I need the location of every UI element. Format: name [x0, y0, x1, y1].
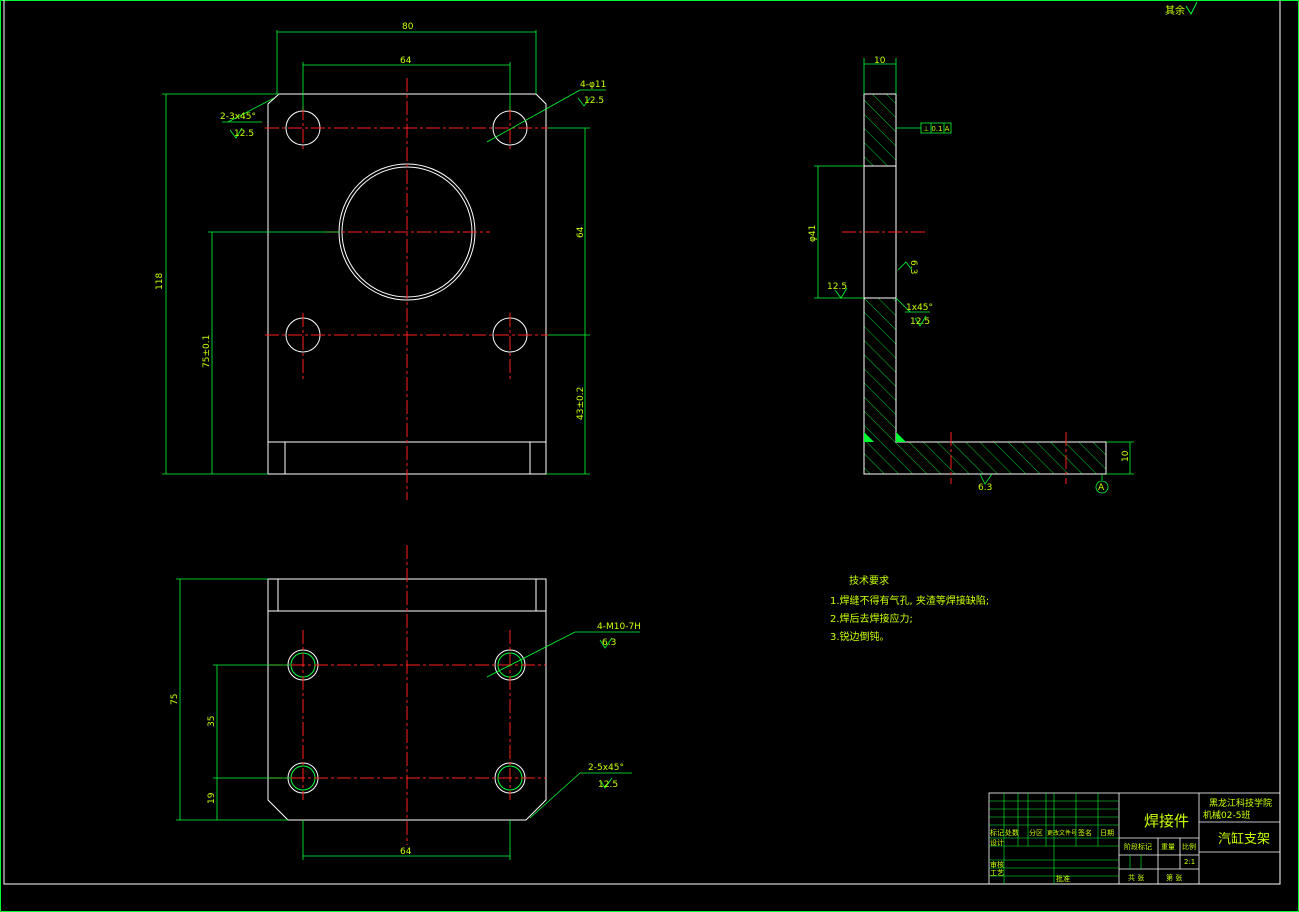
- tb-label-approve: 批准: [1056, 874, 1070, 883]
- tech-title: 技术要求: [849, 574, 889, 587]
- bottom-dim-19: 19: [207, 792, 217, 804]
- side-dim-10-base: 10: [1121, 450, 1131, 462]
- side-dimensions: [814, 58, 1134, 494]
- tb-part-name: 汽缸支架: [1218, 831, 1270, 847]
- tb-label-count: 处数: [1005, 828, 1019, 837]
- tb-label-mark: 标记: [990, 828, 1004, 837]
- front-centerlines: [265, 78, 548, 500]
- tb-label-zone: 分区: [1029, 828, 1043, 837]
- side-bore-roughness: 6.3: [908, 260, 918, 274]
- tb-process: 焊接件: [1144, 812, 1189, 830]
- bottom-outline: [267, 578, 547, 821]
- front-dim-64: 64: [400, 56, 412, 66]
- front-dim-75: 75±0.1: [202, 335, 212, 368]
- bottom-thread-callout: 4-M10-7H: [597, 622, 641, 632]
- tb-label-process: 工艺: [990, 869, 1004, 877]
- tb-label-review: 审核: [990, 860, 1004, 869]
- side-weld-fillet: [864, 432, 906, 442]
- tb-label-sheet-no: 第 张: [1166, 873, 1182, 882]
- side-outline: [863, 93, 1107, 475]
- front-view: 80 64 118 75±0.1 64 43±0.2 4-φ11 12.5 2-…: [155, 22, 606, 500]
- side-chamfer: 1x45°: [906, 303, 933, 313]
- front-hole-roughness: 12.5: [584, 96, 604, 106]
- tb-label-scale: 比例: [1182, 842, 1196, 851]
- side-lower-hatch: [864, 298, 1106, 474]
- general-roughness-label: 其余: [1165, 4, 1185, 17]
- front-dim-80: 80: [402, 22, 414, 32]
- front-dim-118: 118: [155, 273, 165, 290]
- tech-item-3: 3.锐边倒钝。: [830, 630, 890, 643]
- front-chamfer: 2-3x45°: [220, 112, 256, 122]
- tb-label-stage: 阶段标记: [1124, 842, 1152, 851]
- tb-label-date: 日期: [1100, 829, 1114, 837]
- side-dim-bore: φ41: [808, 225, 818, 242]
- front-dimensions: [162, 30, 606, 475]
- front-dim-64v: 64: [576, 226, 586, 238]
- side-view: 10 φ41 6.3 12.5 1x45° 12.5 6.3 10 ⊥ 0.1 …: [808, 56, 1134, 494]
- bottom-centerlines: [268, 545, 546, 845]
- tb-label-sheets: 共 张: [1128, 873, 1144, 882]
- inner-frame: [3, 0, 1281, 885]
- side-tolerance-frame: ⊥ 0.1 A: [923, 125, 950, 133]
- tb-label-design: 设计: [990, 838, 1004, 847]
- side-datum-label: A: [1098, 483, 1105, 493]
- bottom-chamfer-roughness: 12.5: [598, 780, 618, 790]
- bottom-dim-75: 75: [170, 694, 180, 705]
- general-roughness-symbol: [1185, 1, 1198, 16]
- bottom-dimensions: [176, 578, 640, 860]
- tb-label-change: 更改文件号: [1047, 829, 1077, 837]
- tb-label-sign: 签名: [1078, 828, 1092, 837]
- front-dim-43: 43±0.2: [576, 387, 586, 420]
- title-block: 标记 处数 分区 更改文件号 签名 日期 设计 审核 工艺 批准 阶段标记 重量…: [988, 792, 1281, 885]
- tb-label-weight: 重量: [1161, 843, 1175, 851]
- bottom-chamfer: 2-5x45°: [588, 763, 624, 773]
- tb-school-line2: 机械02-5班: [1203, 809, 1250, 821]
- front-chamfer-roughness: 12.5: [234, 129, 254, 139]
- side-top-hatch: [864, 94, 896, 166]
- bottom-view: 75 35 19 64 4-M10-7H 6.3 2-5x45° 12.5: [170, 545, 641, 860]
- tech-item-2: 2.焊后去焊接应力;: [830, 612, 913, 625]
- side-base-roughness: 6.3: [978, 483, 992, 493]
- bottom-dim-64: 64: [400, 847, 412, 857]
- side-centerlines: [842, 231, 1067, 484]
- tb-school-line1: 黑龙江科技学院: [1209, 797, 1272, 809]
- bottom-thread-roughness: 6.3: [602, 638, 616, 648]
- bottom-dim-35: 35: [207, 716, 217, 727]
- side-dim-10-top: 10: [874, 56, 886, 66]
- front-hole-callout: 4-φ11: [580, 80, 606, 90]
- side-chamfer-roughness: 12.5: [910, 317, 930, 327]
- tech-requirements: 技术要求 1.焊缝不得有气孔, 夹渣等焊接缺陷; 2.焊后去焊接应力; 3.锐边…: [830, 574, 989, 643]
- tech-item-1: 1.焊缝不得有气孔, 夹渣等焊接缺陷;: [830, 594, 989, 607]
- side-left-roughness: 12.5: [827, 282, 847, 292]
- tb-scale-value: 2:1: [1184, 858, 1195, 866]
